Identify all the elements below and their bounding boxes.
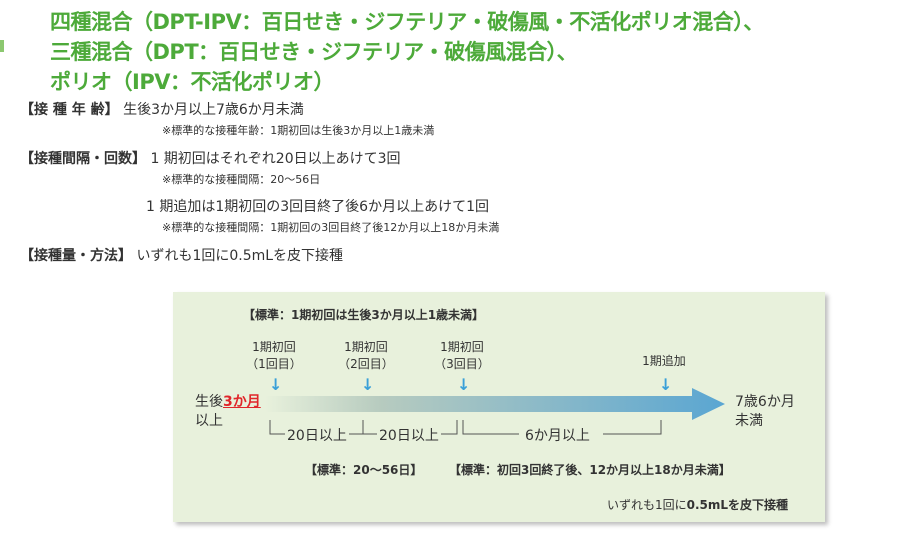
age-note: ※標準的な接種年齢：1期初回は生後3か月以上1歳未満 — [162, 124, 435, 137]
dose-2-line-2: （2回目） — [338, 357, 394, 371]
diagram-footer: いずれも1回に0.5mLを皮下接種 — [607, 496, 788, 513]
dose-2-line-1: 1期初回 — [344, 340, 388, 354]
dose-label: 【接種量・方法】 — [20, 248, 132, 264]
age-row: 【接 種 年 齢】 生後3か月以上7歳6か月未満 — [20, 99, 304, 119]
side-marker — [0, 40, 4, 52]
timeline-arrow — [265, 388, 725, 435]
bracket-1-left — [269, 420, 285, 435]
dose-text: いずれも1回に0.5mLを皮下接種 — [136, 248, 344, 264]
dose-1-line-2: （1回目） — [246, 357, 302, 371]
dose-1-line-1: 1期初回 — [252, 340, 296, 354]
age-text: 生後3か月以上7歳6か月未満 — [123, 102, 304, 118]
dose-row: 【接種量・方法】 いずれも1回に0.5mLを皮下接種 — [20, 245, 343, 265]
interval-text-2: 1 期追加は1期初回の3回目終了後6か月以上あけて1回 — [146, 199, 489, 215]
dose-1-label: 1期初回 （1回目） — [241, 338, 307, 372]
dose-3-label: 1期初回 （3回目） — [429, 338, 495, 372]
start-red: 3か月 — [223, 394, 261, 410]
title-line-1: 四種混合（DPT-IPV：百日せき・ジフテリア・破傷風・不活化ポリオ混合）、 — [50, 10, 764, 34]
end-line-1: 7歳6か月 — [735, 394, 795, 410]
down-arrow-icon: ↓ — [659, 375, 673, 394]
down-arrow-icon: ↓ — [457, 375, 471, 394]
interval-note-2: ※標準的な接種間隔：1期初回の3回目終了後12か月以上18か月未満 — [162, 221, 500, 234]
dose-2-label: 1期初回 （2回目） — [333, 338, 399, 372]
std-interval-note: 【標準：20～56日】 — [305, 463, 423, 477]
dose-4-label: 1期追加 — [642, 354, 686, 368]
end-line-2: 未満 — [735, 413, 763, 429]
start-suffix: 以上 — [195, 413, 223, 429]
bracket-2-right — [439, 420, 458, 435]
start-label: 生後3か月 — [195, 391, 261, 411]
footer-bold: 0.5mLを皮下接種 — [686, 498, 789, 512]
title-line-2: 三種混合（DPT：百日せき・ジフテリア・破傷風混合）、 — [50, 40, 578, 64]
dose-3-line-1: 1期初回 — [440, 340, 484, 354]
interval-note-1: ※標準的な接種間隔：20～56日 — [162, 173, 321, 186]
standard-note: 【標準：1期初回は生後3か月以上1歳未満】 — [243, 308, 485, 322]
interval-text-1: 1 期初回はそれぞれ20日以上あけて3回 — [150, 151, 401, 167]
timeline-arrow-shape — [265, 388, 725, 420]
dose-3-line-2: （3回目） — [434, 357, 490, 371]
bracket-3-right — [603, 420, 662, 435]
bracket-3-left — [462, 420, 519, 435]
down-arrow-icon: ↓ — [269, 375, 283, 394]
interval-1: 20日以上 — [285, 425, 349, 445]
age-label: 【接 種 年 齢】 — [20, 102, 119, 118]
interval-row: 【接種間隔・回数】 1 期初回はそれぞれ20日以上あけて3回 — [20, 148, 401, 168]
footer-prefix: いずれも1回に — [607, 498, 687, 512]
down-arrow-icon: ↓ — [361, 375, 375, 394]
start-prefix: 生後 — [195, 394, 223, 410]
title-line-3: ポリオ（IPV：不活化ポリオ） — [50, 70, 334, 94]
interval-label: 【接種間隔・回数】 — [20, 151, 146, 167]
std-booster-note: 【標準：初回3回終了後、12か月以上18か月未満】 — [449, 463, 731, 477]
interval-2: 20日以上 — [377, 425, 441, 445]
schedule-diagram: 【標準：1期初回は生後3か月以上1歳未満】 1期初回 （1回目） 1期初回 （2… — [173, 292, 825, 522]
interval-3: 6か月以上 — [523, 425, 592, 445]
